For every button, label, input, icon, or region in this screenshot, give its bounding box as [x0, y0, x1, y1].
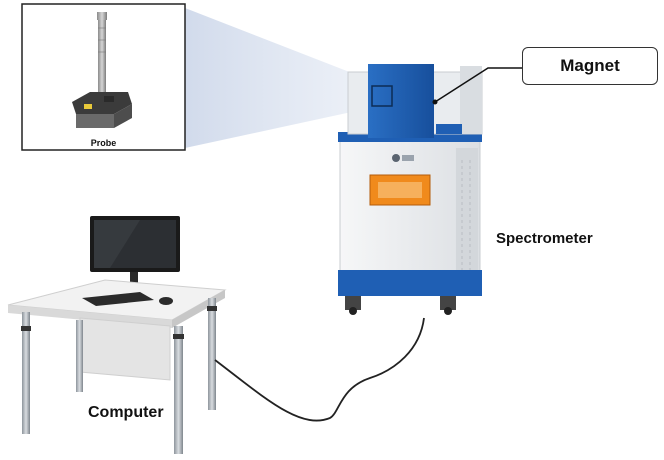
- keyboard: [82, 292, 154, 306]
- computer-desk: [7, 279, 227, 454]
- projection-beam: [185, 8, 370, 148]
- connection-cable: [214, 317, 425, 422]
- probe-illustration: [72, 12, 132, 128]
- spectrometer-label: Spectrometer: [496, 230, 593, 247]
- spectrometer-cabinet: [338, 132, 482, 315]
- magnet-callout-label: Magnet: [522, 47, 658, 85]
- probe-label: Probe: [90, 138, 117, 148]
- computer-label: Computer: [88, 404, 164, 421]
- magnet-leader-line: [434, 67, 522, 103]
- magnet-unit: [347, 64, 483, 138]
- mouse: [159, 297, 173, 305]
